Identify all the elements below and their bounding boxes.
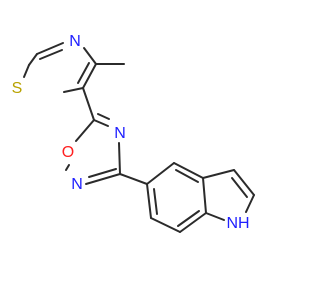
bond-c5-c4: [146, 162, 175, 185]
thiazole-ring: [23, 42, 125, 93]
bond-n2-c3: [85, 173, 121, 185]
bond-c5-n4-double: [97, 113, 110, 120]
bond-c5-c4-double: [153, 171, 176, 189]
indole-benzene-ring: [146, 162, 207, 233]
oxadiazole-oxygen-label: O: [62, 144, 74, 161]
bond-c7a-c7: [179, 212, 207, 233]
indole-pyrrole-ring: [202, 169, 255, 221]
bond-c6-c5-double: [153, 188, 158, 215]
molecule-structure: S N O N N NH: [12, 33, 255, 233]
bond-n3-c4: [83, 47, 97, 65]
bond-c5-o1: [75, 119, 95, 142]
oxadiazole-ring: [65, 113, 121, 185]
thiazole-sulfur-label: S: [12, 80, 23, 97]
bond-c2-n3-double: [39, 49, 63, 60]
bond-c7-c6: [150, 217, 181, 233]
oxadiazole-n4-label: N: [114, 125, 126, 142]
bond-c3-c2-double: [231, 177, 248, 198]
bond-thiazole-oxadiazole: [82, 87, 95, 121]
bond-c5-n4: [93, 119, 109, 127]
bond-oxadiazole-indole: [119, 173, 148, 185]
bond-c5-s1: [63, 87, 84, 93]
bond-n1-c7a: [205, 212, 225, 221]
bond-c4-c3a: [173, 162, 204, 179]
bond-c3a-c3: [202, 169, 235, 179]
bond-n2-c3-double: [88, 168, 117, 178]
thiazole-nitrogen-label: N: [69, 33, 81, 50]
bond-c4-c5-double: [77, 62, 90, 84]
bond-n4-c3: [118, 142, 121, 175]
bond-c4-c3a-double: [175, 169, 199, 183]
bond-c3-c2: [233, 169, 255, 196]
bond-c6-c5: [146, 183, 152, 219]
bond-c7a-c7-double: [177, 210, 200, 227]
bond-o1-n2: [65, 164, 70, 171]
bond-c2-n1: [245, 194, 255, 213]
indole-nh-label: NH: [226, 215, 249, 232]
bond-c3a-c7a: [202, 177, 207, 214]
bond-s1-c2: [23, 64, 30, 78]
bond-s1-c2-upper: [28, 53, 38, 66]
bond-c2-n3: [36, 42, 64, 55]
oxadiazole-n2-label: N: [71, 176, 83, 193]
bond-c4-c5: [82, 63, 97, 89]
